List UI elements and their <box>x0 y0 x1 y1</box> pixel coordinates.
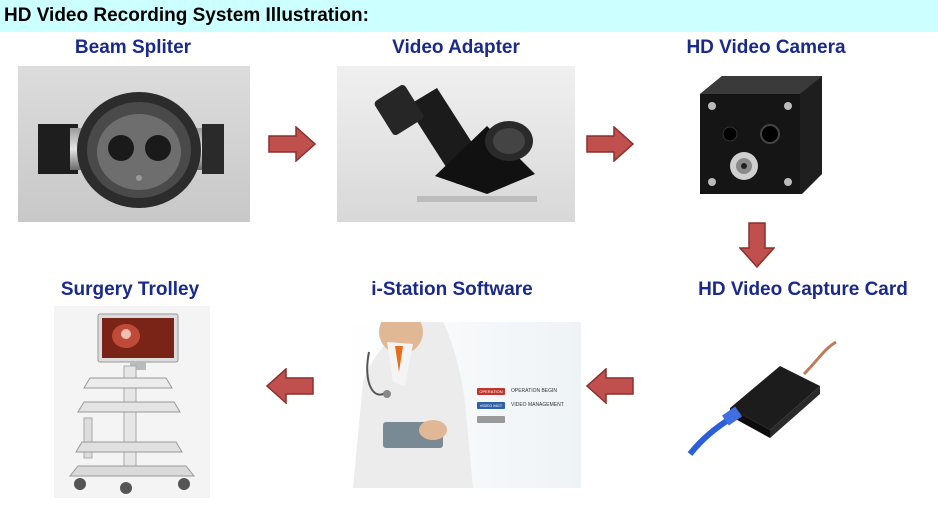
arrow-right-2 <box>586 126 634 162</box>
video-adapter-photo <box>337 66 575 222</box>
beam-splitter-photo <box>18 66 250 222</box>
step-label-i-station-software: i-Station Software <box>371 279 533 300</box>
diagram-title: HD Video Recording System Illustration: <box>0 0 938 32</box>
surgery-trolley-photo <box>54 306 210 498</box>
hd-video-camera-photo <box>682 64 840 214</box>
step-label-surgery-trolley: Surgery Trolley <box>60 279 200 300</box>
software-text-video-management: VIDEO MANAGEMENT <box>511 402 564 408</box>
software-button-blank <box>477 416 505 423</box>
software-button-operation: OPERATION <box>477 388 505 395</box>
hd-video-capture-card-photo <box>684 334 840 460</box>
i-station-software-screenshot: OPERATION OPERATION BEGIN VIDEO MGT VIDE… <box>343 322 581 488</box>
step-label-beam-splitter: Beam Spliter <box>74 37 192 58</box>
step-label-hd-video-capture-card: HD Video Capture Card <box>698 279 908 300</box>
software-button-video-management: VIDEO MGT <box>477 402 505 409</box>
step-label-video-adapter: Video Adapter <box>392 37 520 58</box>
software-text-operation-begin: OPERATION BEGIN <box>511 388 558 394</box>
arrow-left-1 <box>586 368 634 404</box>
step-label-hd-video-camera: HD Video Camera <box>686 37 846 58</box>
arrow-right-1 <box>268 126 316 162</box>
arrow-left-2 <box>266 368 314 404</box>
arrow-down <box>739 222 775 268</box>
